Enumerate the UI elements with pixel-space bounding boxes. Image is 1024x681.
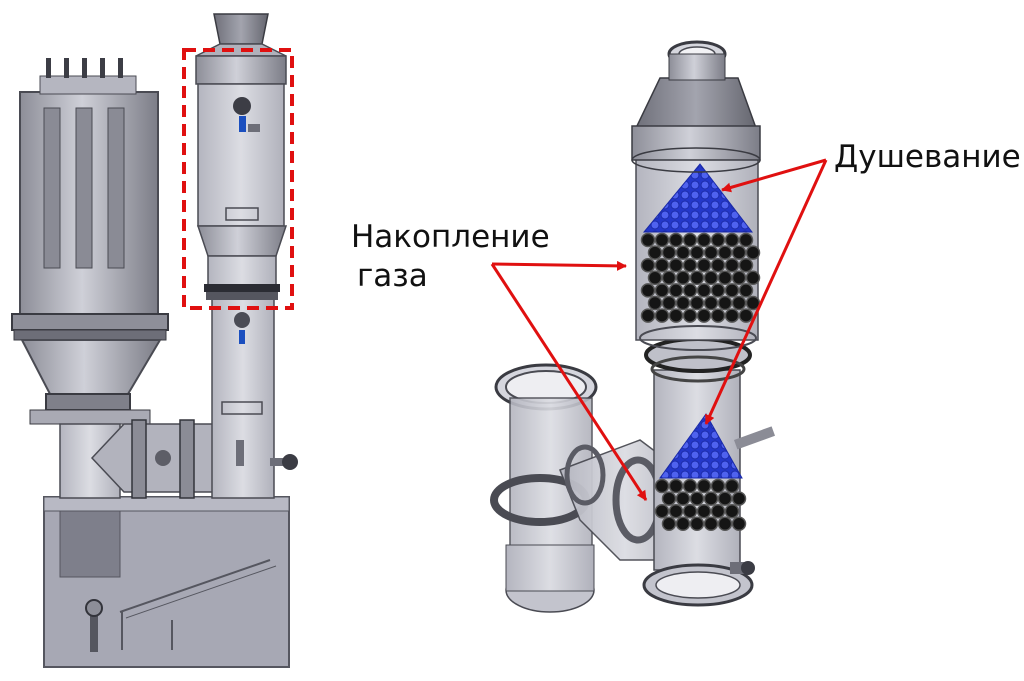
arrow-showering-upper bbox=[721, 158, 827, 193]
packing-sphere bbox=[640, 308, 656, 323]
packing-sphere bbox=[654, 232, 670, 248]
packing-sphere bbox=[647, 245, 663, 260]
packing-sphere bbox=[654, 283, 670, 298]
packing-sphere bbox=[668, 232, 684, 248]
packing-sphere bbox=[696, 283, 712, 298]
packing-sphere bbox=[731, 245, 747, 260]
packing-sphere bbox=[710, 503, 726, 519]
packing-sphere bbox=[682, 257, 698, 273]
packing-sphere bbox=[724, 308, 740, 323]
packing-sphere bbox=[731, 270, 747, 286]
arrow-gas-lower bbox=[490, 263, 648, 501]
packing-sphere bbox=[689, 516, 705, 532]
packing-sphere bbox=[717, 245, 733, 260]
packing-sphere bbox=[731, 491, 747, 506]
packing-sphere bbox=[675, 295, 691, 311]
packing-sphere bbox=[710, 257, 726, 273]
packing-sphere bbox=[654, 257, 670, 273]
packing-sphere bbox=[647, 270, 663, 286]
packing-sphere bbox=[710, 232, 726, 248]
packing-sphere bbox=[682, 283, 698, 298]
packing-sphere bbox=[668, 257, 684, 273]
packing-sphere bbox=[675, 491, 691, 506]
packing-sphere bbox=[703, 516, 719, 532]
arrow-gas-upper bbox=[491, 260, 627, 271]
packing-sphere bbox=[654, 503, 670, 519]
packing-sphere bbox=[661, 295, 677, 311]
lower-shower-cone bbox=[659, 413, 743, 479]
packing-sphere bbox=[724, 257, 740, 273]
gas-accumulation-label-line1: Накопление bbox=[351, 219, 550, 255]
packing-sphere bbox=[696, 308, 712, 323]
packing-sphere bbox=[668, 308, 684, 323]
packing-sphere bbox=[682, 308, 698, 323]
packing-sphere bbox=[738, 308, 754, 323]
gas-accumulation-label-line2: газа bbox=[357, 258, 428, 294]
left-scrubber-elevation-view bbox=[11, 13, 298, 668]
packing-sphere bbox=[696, 478, 712, 494]
packing-sphere bbox=[661, 245, 677, 260]
packing-sphere bbox=[668, 283, 684, 298]
lower-packing-black bbox=[654, 478, 747, 532]
packing-sphere bbox=[724, 503, 740, 519]
showering-label: Душевание bbox=[834, 139, 1021, 175]
packing-sphere bbox=[717, 270, 733, 286]
packing-sphere bbox=[717, 516, 733, 532]
removable-section-highlight-box bbox=[182, 48, 294, 310]
annotation-arrows bbox=[490, 158, 828, 501]
packing-sphere bbox=[731, 295, 747, 311]
packing-sphere bbox=[640, 283, 656, 298]
packing-sphere bbox=[724, 478, 740, 494]
packing-sphere bbox=[689, 270, 705, 286]
packing-sphere bbox=[703, 295, 719, 311]
packing-sphere bbox=[689, 491, 705, 506]
right-scrubber-3d-section-view bbox=[490, 40, 776, 613]
packing-sphere bbox=[710, 478, 726, 494]
upper-shower-cone bbox=[642, 163, 754, 233]
packing-sphere bbox=[724, 283, 740, 298]
packing-sphere bbox=[647, 295, 663, 311]
packing-sphere bbox=[661, 516, 677, 532]
packing-sphere bbox=[668, 503, 684, 519]
packing-sphere bbox=[675, 516, 691, 532]
packing-sphere bbox=[696, 503, 712, 519]
packing-sphere bbox=[689, 295, 705, 311]
packing-sphere bbox=[710, 283, 726, 298]
packing-sphere bbox=[696, 232, 712, 248]
packing-sphere bbox=[745, 245, 761, 260]
packing-sphere bbox=[654, 308, 670, 323]
packing-sphere bbox=[654, 478, 670, 494]
packing-sphere bbox=[696, 257, 712, 273]
packing-sphere bbox=[738, 232, 754, 248]
packing-sphere bbox=[717, 491, 733, 506]
packing-sphere bbox=[703, 491, 719, 506]
packing-sphere bbox=[682, 478, 698, 494]
packing-sphere bbox=[689, 245, 705, 260]
packing-sphere bbox=[640, 257, 656, 273]
packing-sphere bbox=[661, 270, 677, 286]
packing-sphere bbox=[703, 245, 719, 260]
packing-sphere bbox=[738, 257, 754, 273]
packing-sphere bbox=[738, 283, 754, 298]
packing-sphere bbox=[682, 232, 698, 248]
packing-sphere bbox=[675, 270, 691, 286]
arrow-showering-lower bbox=[704, 159, 828, 425]
packing-sphere bbox=[731, 516, 747, 532]
packing-sphere bbox=[724, 232, 740, 248]
packing-sphere bbox=[745, 270, 761, 286]
packing-sphere bbox=[717, 295, 733, 311]
packing-sphere bbox=[675, 245, 691, 260]
packing-sphere bbox=[640, 232, 656, 248]
packing-sphere bbox=[710, 308, 726, 323]
upper-packing-black bbox=[640, 232, 761, 323]
packing-sphere bbox=[661, 491, 677, 506]
packing-sphere bbox=[682, 503, 698, 519]
packing-sphere bbox=[703, 270, 719, 286]
packing-sphere bbox=[668, 478, 684, 494]
